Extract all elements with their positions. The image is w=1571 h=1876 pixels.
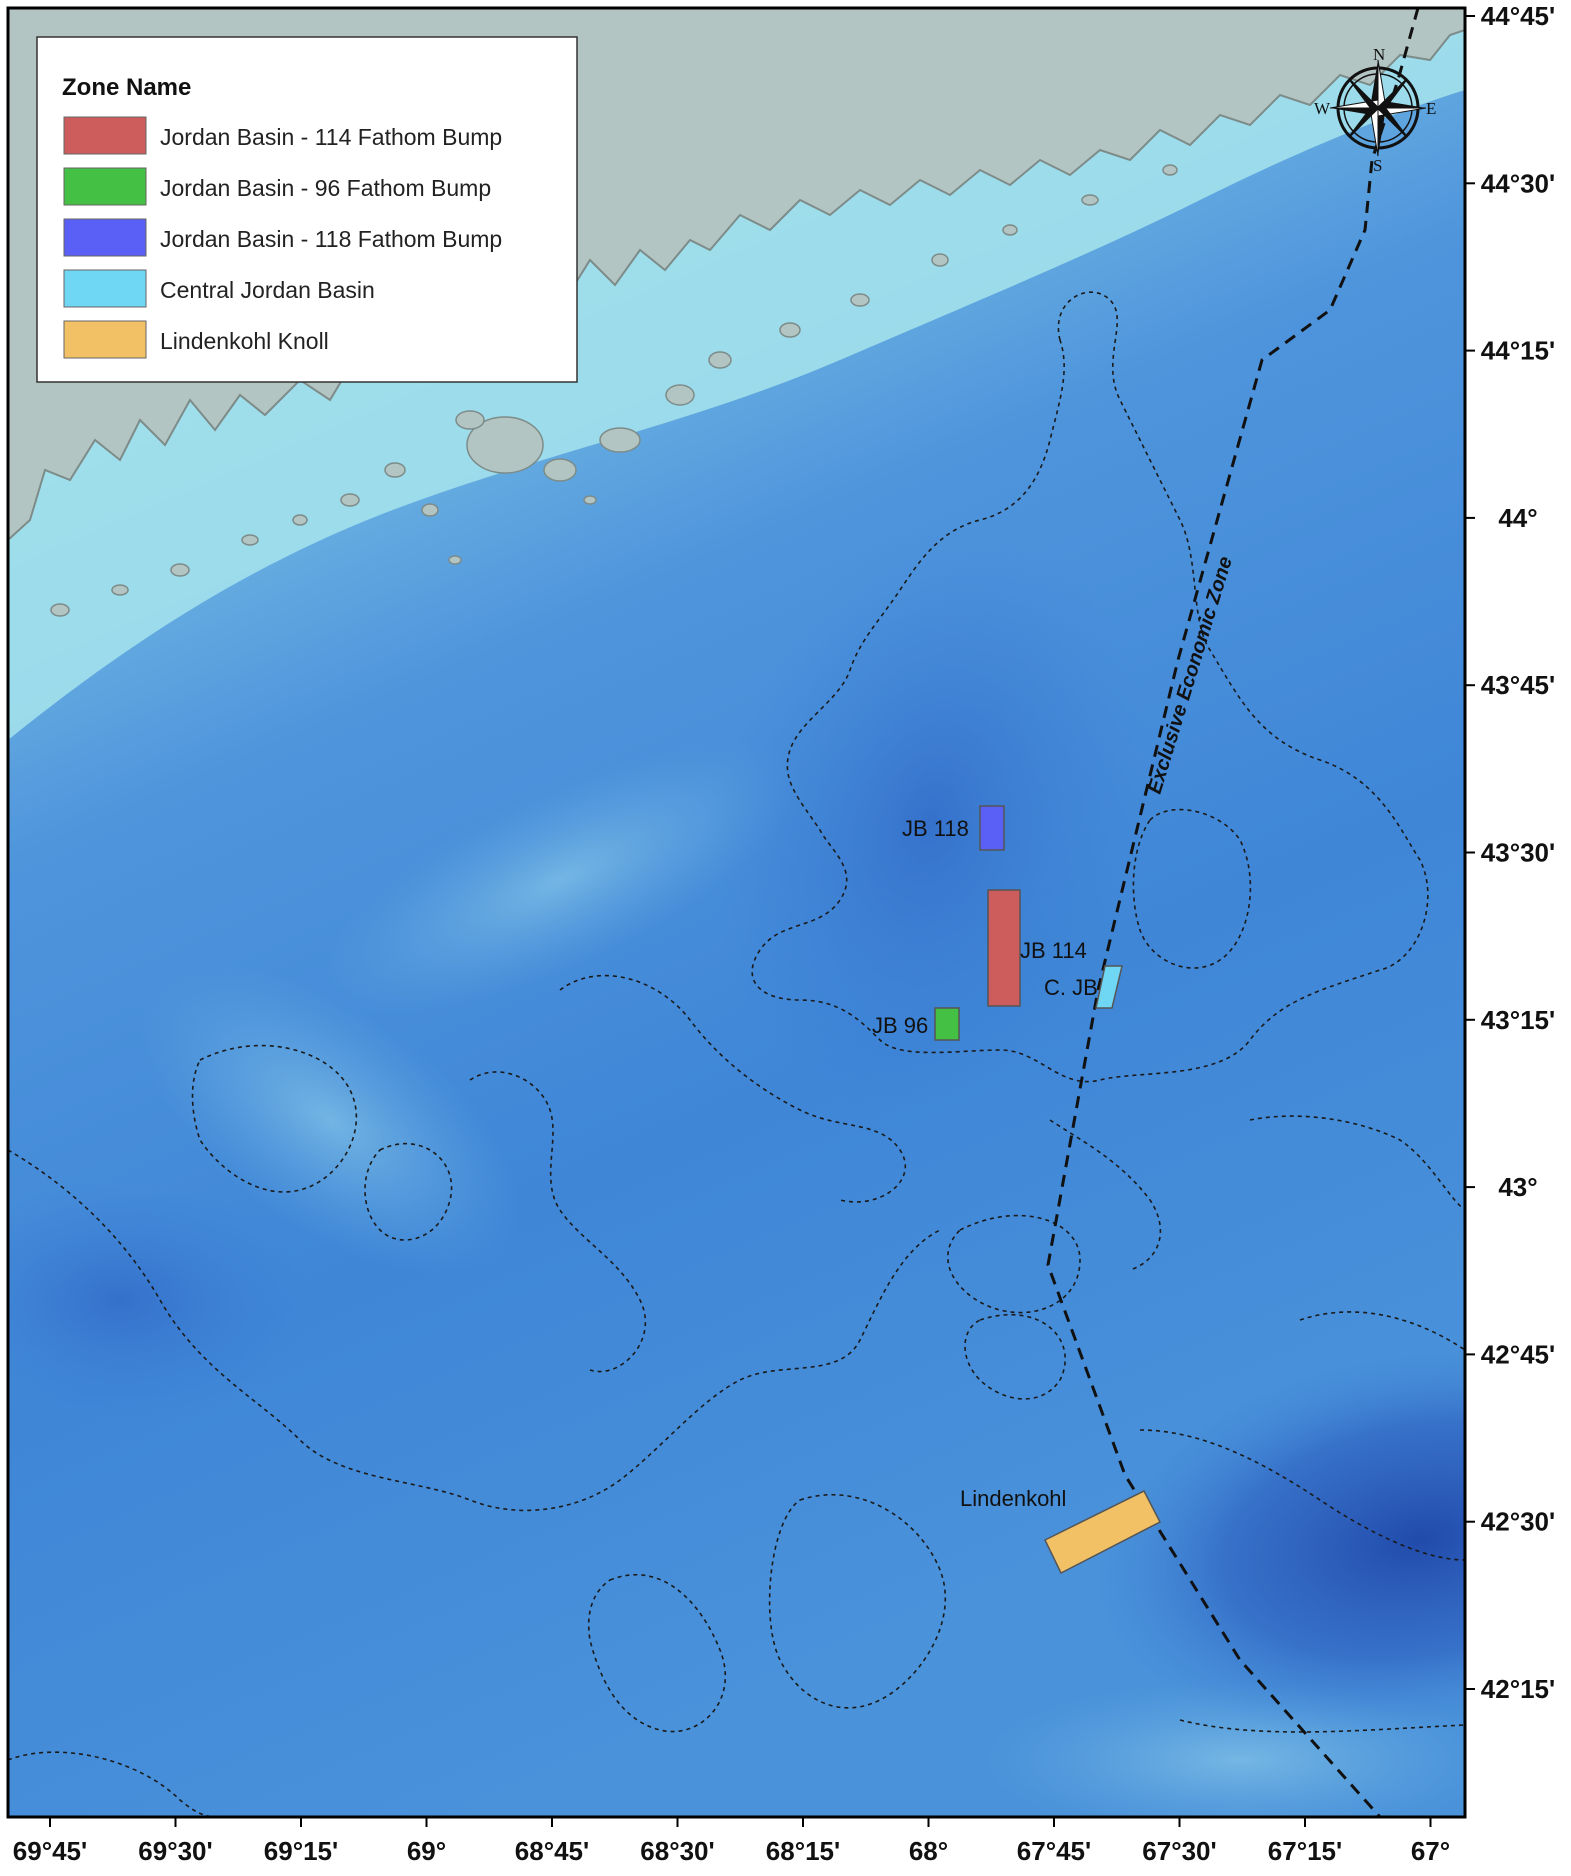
zone-label-jb118: JB 118 [902,816,969,841]
compass-w-label: W [1314,99,1331,118]
map-area: Exclusive Economic Zone JB 118 JB 114 C.… [8,8,1465,1817]
legend-swatch [63,320,147,359]
compass-n-label: N [1373,45,1385,64]
legend-swatch [63,116,147,155]
longitude-tick-label: 69° [407,1836,446,1866]
shallow-bank-area [139,964,521,1276]
legend-swatch [63,167,147,206]
zone-lindenkohl[interactable] [1044,1490,1162,1575]
longitude-tick-label: 68°15' [766,1836,840,1866]
longitude-tick-label: 67° [1411,1836,1450,1866]
longitude-tick-label: 68°30' [640,1836,714,1866]
longitude-tick-label: 69°15' [264,1836,338,1866]
latitude-axis: 44°45' 44°30' 44°15' 44° 43°45' 43°30' 43°15' 4… [1465,1,1555,1704]
latitude-tick-label: 42°45' [1481,1339,1555,1369]
longitude-axis: 69°45' 69°30' 69°15' 69° 68°45' 68°30' 68°15' 6… [13,1817,1450,1866]
zone-label-cjb: C. JB [1044,975,1098,1000]
latitude-tick-label: 44° [1498,503,1537,533]
latitude-tick-label: 42°30' [1481,1507,1555,1537]
latitude-tick-label: 43°15' [1481,1005,1555,1035]
legend-item-label: Central Jordan Basin [160,277,375,303]
legend-swatch [63,218,147,257]
latitude-tick-label: 44°15' [1481,336,1555,366]
deep-channel-area [1093,1344,1465,1736]
latitude-tick-label: 43° [1498,1172,1537,1202]
longitude-tick-label: 68°45' [515,1836,589,1866]
coastal-islands [50,164,1178,617]
legend-item-label: Jordan Basin - 118 Fathom Bump [160,226,502,252]
legend-items: Jordan Basin - 114 Fathom Bump Jordan Ba… [63,116,502,359]
longitude-tick-label: 67°15' [1268,1836,1342,1866]
shallow-bank-area [321,743,799,1017]
zone-jb118[interactable] [979,805,1005,851]
zone-jb96[interactable] [934,1007,960,1041]
legend-swatch [63,269,147,308]
latitude-tick-label: 42°15' [1481,1674,1555,1704]
legend-item-label: Jordan Basin - 114 Fathom Bump [160,124,502,150]
zone-label-jb114: JB 114 [1020,938,1087,963]
map-frame [6,6,1467,1819]
compass-s-label: S [1373,156,1382,175]
longitude-tick-label: 69°45' [13,1836,87,1866]
longitude-tick-label: 67°45' [1017,1836,1091,1866]
compass-e-label: E [1426,99,1436,118]
longitude-tick-label: 69°30' [138,1836,212,1866]
zone-label-lindenkohl: Lindenkohl [960,1486,1066,1511]
depth-contours [8,291,1465,1817]
jordan-basin-deep-area [712,525,1148,1115]
longitude-tick-label: 67°30' [1142,1836,1216,1866]
zone-jb114[interactable] [987,889,1021,1007]
zone-label-jb96: JB 96 [872,1013,928,1038]
latitude-tick-label: 43°45' [1481,670,1555,700]
legend: Zone Name Jordan Basin - 114 Fathom Bump… [36,36,578,383]
latitude-tick-label: 44°30' [1481,168,1555,198]
latitude-tick-label: 43°30' [1481,838,1555,868]
compass-rose: N S E W [1314,45,1436,175]
longitude-tick-label: 68° [909,1836,948,1866]
legend-title: Zone Name [62,74,191,101]
legend-item-label: Jordan Basin - 96 Fathom Bump [160,175,491,201]
latitude-tick-label: 44°45' [1481,1,1555,31]
deep-area-west [8,1180,310,1420]
zone-cjb[interactable] [1095,965,1123,1009]
legend-item-label: Lindenkohl Knoll [160,328,329,354]
